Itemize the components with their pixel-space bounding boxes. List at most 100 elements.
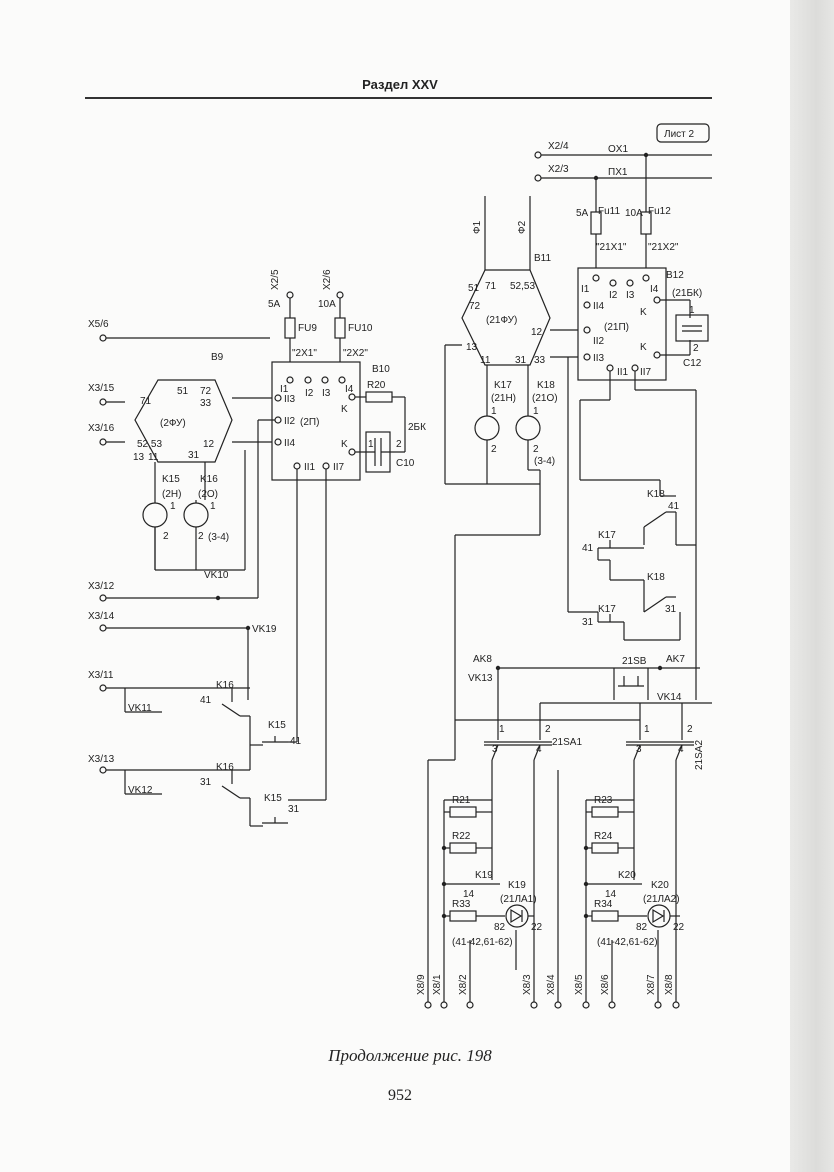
switch-pin: 4 bbox=[536, 744, 542, 755]
terminal-label: X3/13 bbox=[88, 754, 115, 765]
contact-pin: 31 bbox=[665, 604, 677, 615]
pin-label: 11 bbox=[480, 355, 491, 366]
pin-label: 1 bbox=[170, 501, 176, 512]
terminal-label: X3/15 bbox=[88, 383, 115, 394]
contact-label: K17 bbox=[598, 604, 616, 615]
left-fuses: X2/5 X2/6 5A 10A FU9 FU10 "2X1" "2X2" bbox=[268, 269, 373, 365]
pin-label: II3 bbox=[593, 353, 605, 364]
pin-label: 72 bbox=[469, 301, 481, 312]
terminal-label: X8/2 bbox=[458, 974, 469, 995]
right-switches: 1 2 3 4 21SA1 1 2 3 4 21SA2 bbox=[455, 703, 705, 770]
fuse-fu11 bbox=[590, 211, 602, 235]
terminal-label: X2/6 bbox=[322, 269, 333, 290]
vk-label: VK19 bbox=[252, 624, 277, 635]
block-21p-box bbox=[577, 267, 667, 381]
terminal-label: X8/4 bbox=[546, 974, 557, 995]
block-label: B10 bbox=[372, 364, 390, 375]
fuse-label: Fu12 bbox=[648, 206, 671, 217]
block-label: B12 bbox=[666, 270, 684, 281]
pin-label: K bbox=[341, 439, 348, 450]
phase-label: Ф1 bbox=[472, 220, 483, 234]
switch-pin: 2 bbox=[545, 724, 551, 735]
left-terminals: X5/6 X3/15 X3/16 X3/12 X3/14 X3/11 X3/13 bbox=[88, 319, 270, 774]
pin-label: 2 bbox=[533, 444, 539, 455]
switch-label: 21SA1 bbox=[552, 737, 582, 748]
pin-label: 2 bbox=[396, 439, 402, 450]
fuse-fu10 bbox=[334, 317, 346, 339]
contact-pin: 14 bbox=[605, 889, 617, 900]
lamp-pin: 82 bbox=[494, 922, 506, 933]
lamp-21la1 bbox=[505, 904, 529, 928]
relay-desc: (21О) bbox=[532, 393, 558, 404]
lamp-21la2 bbox=[647, 904, 671, 928]
sheet-label-box bbox=[656, 123, 710, 143]
switch-label: 21SA2 bbox=[694, 740, 705, 770]
pin-label: 13 bbox=[133, 452, 145, 463]
fuse-fu12 bbox=[640, 211, 652, 235]
pin-label: II7 bbox=[640, 367, 652, 378]
right-circuit: Лист 2 X2/4 X2/3 OX1 ПХ1 5A 10A Fu11 Fu1… bbox=[416, 123, 712, 1009]
pin-label: 2 bbox=[163, 531, 169, 542]
terminal-label: X5/6 bbox=[88, 319, 109, 330]
pin-label: 1 bbox=[210, 501, 216, 512]
sheet-label: Лист 2 bbox=[664, 129, 695, 140]
resistor-label: R34 bbox=[594, 899, 613, 910]
contact-label: K17 bbox=[598, 530, 616, 541]
pin-label: 31 bbox=[515, 355, 527, 366]
lamp-range: (41-42,61-62) bbox=[597, 937, 658, 948]
pin-label: I3 bbox=[626, 290, 635, 301]
switch-pin: 4 bbox=[678, 744, 684, 755]
right-phases: Ф1 Ф2 B11 bbox=[472, 196, 551, 270]
pin-label: K bbox=[341, 404, 348, 415]
left-vk: VK10 VK19 VK11 VK12 bbox=[124, 419, 277, 796]
bus-label: ПХ1 bbox=[608, 167, 628, 178]
contact-label: K18 bbox=[647, 489, 665, 500]
fuse-rating: 10A bbox=[318, 299, 336, 310]
resistor-r24 bbox=[591, 842, 619, 854]
bk-label: 2БК bbox=[408, 422, 426, 433]
contact-label: K15 bbox=[264, 793, 282, 804]
vk-label: VK11 bbox=[128, 703, 152, 714]
left-contacts: K16 41 K15 41 K16 31 K15 31 bbox=[200, 469, 327, 827]
capacitor-label: C12 bbox=[683, 358, 702, 369]
relay-k17-coil bbox=[474, 415, 500, 441]
bus-terminal: X2/4 bbox=[548, 141, 569, 152]
pin-label: I1 bbox=[280, 384, 289, 395]
lamp-relay-label: K20 bbox=[651, 880, 669, 891]
unit-label: (2ФУ) bbox=[160, 418, 186, 429]
pin-label: K bbox=[640, 342, 647, 353]
terminal-label: X3/12 bbox=[88, 581, 115, 592]
pin-label: II4 bbox=[284, 438, 296, 449]
resistor-label: R20 bbox=[367, 380, 386, 391]
pin-label: 12 bbox=[203, 439, 215, 450]
terminal-label: X8/9 bbox=[416, 974, 427, 995]
terminal-label: X8/7 bbox=[646, 974, 657, 995]
rectifier-21fu: (21ФУ) 51 71 52,53 72 12 13 11 31 33 bbox=[444, 269, 585, 485]
pin-label: II1 bbox=[617, 367, 629, 378]
pin-label: 71 bbox=[485, 281, 497, 292]
pin-label: 33 bbox=[534, 355, 546, 366]
right-relays: K17 K18 (21Н) (21О) 1 2 1 2 (3-4) bbox=[474, 365, 558, 484]
fuse-rating: 5A bbox=[268, 299, 281, 310]
lamp-pin: 82 bbox=[636, 922, 648, 933]
section-header: Раздел XXV bbox=[362, 77, 438, 92]
pin-label: I3 bbox=[322, 388, 331, 399]
block-2p-box bbox=[271, 361, 361, 481]
capacitor-c12 bbox=[675, 314, 709, 342]
resistor-r34 bbox=[591, 910, 619, 922]
fuse-mark: "2X1" bbox=[292, 348, 317, 359]
fuse-mark: "21X2" bbox=[648, 242, 679, 253]
relay-label: K17 bbox=[494, 380, 512, 391]
relay-label: K16 bbox=[200, 474, 218, 485]
terminal-label: X8/1 bbox=[432, 974, 443, 995]
vk-label: VK10 bbox=[204, 570, 229, 581]
capacitor-label: C10 bbox=[396, 458, 415, 469]
contact-label: K18 bbox=[647, 572, 665, 583]
contact-pin: 41 bbox=[582, 543, 594, 554]
pin-label: 31 bbox=[188, 450, 200, 461]
resistor-r33 bbox=[449, 910, 477, 922]
right-contacts: K18 41 K17 41 K18 31 K17 31 bbox=[454, 357, 697, 720]
pin-label: I4 bbox=[650, 284, 659, 295]
pin-label: II4 bbox=[593, 301, 605, 312]
block-21p: B12 (21П) I1 I2 I3 I4 II4 II2 II3 II1 II… bbox=[577, 267, 709, 381]
